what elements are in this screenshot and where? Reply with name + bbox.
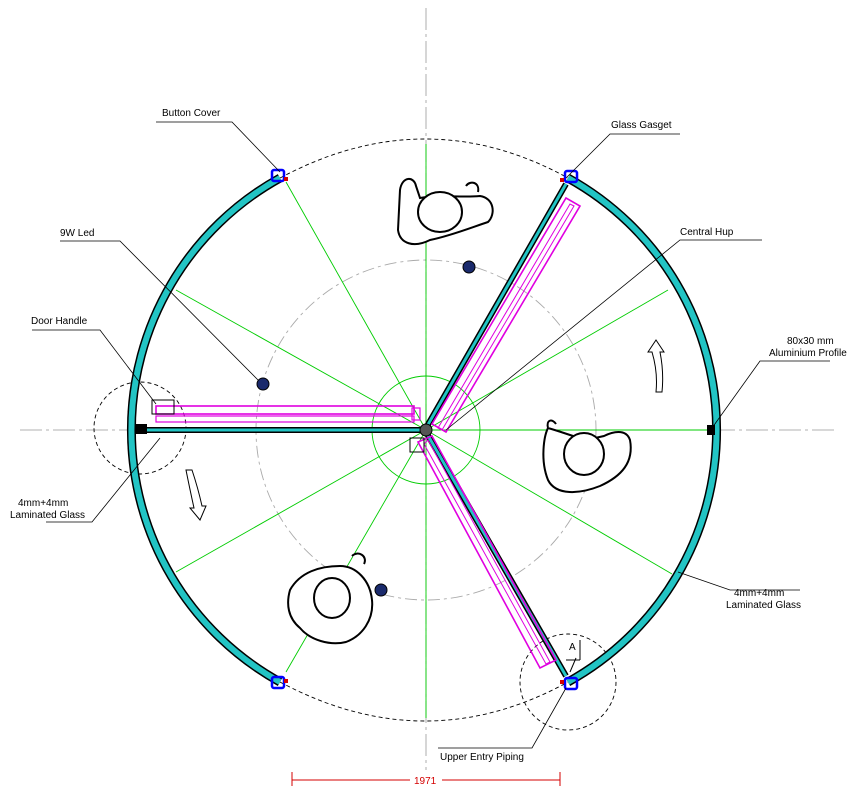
curved-glass-left bbox=[126, 174, 283, 686]
glass-right-label-line2: Laminated Glass bbox=[726, 600, 801, 611]
door-wing-left bbox=[140, 405, 424, 433]
glass-left-label-line1: 4mm+4mm bbox=[18, 498, 68, 509]
led-label: 9W Led bbox=[60, 228, 94, 239]
rotation-arrows bbox=[185, 339, 665, 521]
upper-entry-label: Upper Entry Piping bbox=[440, 752, 524, 763]
gasket-markers bbox=[284, 177, 564, 684]
door-sweep-dashed-arcs bbox=[279, 138, 569, 722]
profile-label-line1: 80x30 mm bbox=[787, 336, 834, 347]
door-wing-upper-right bbox=[423, 182, 582, 434]
section-mark-label: A bbox=[569, 642, 576, 653]
profile-label-line2: Aluminium Profile bbox=[769, 348, 847, 359]
glass-left-label-line2: Laminated Glass bbox=[10, 510, 85, 521]
door-handle-label: Door Handle bbox=[31, 316, 88, 327]
glass-gasget-label: Glass Gasget bbox=[611, 120, 672, 131]
door-handle bbox=[151, 399, 175, 415]
glass-right-label-line1: 4mm+4mm bbox=[734, 588, 784, 599]
profile-junctions bbox=[135, 424, 715, 435]
dimension-line bbox=[291, 772, 561, 786]
radial-grid-lines bbox=[175, 144, 710, 718]
button-cover-label: Button Cover bbox=[162, 108, 221, 119]
leader-lines bbox=[32, 121, 830, 749]
curved-glass-right bbox=[565, 174, 722, 686]
person-top bbox=[396, 178, 494, 246]
central-hup-label: Central Hup bbox=[680, 227, 734, 238]
person-right bbox=[542, 419, 632, 493]
door-wing-lower-right bbox=[416, 430, 569, 678]
central-hub bbox=[409, 407, 433, 453]
person-bottom bbox=[287, 552, 374, 645]
dimension-value: 1971 bbox=[414, 776, 437, 787]
section-mark bbox=[566, 640, 581, 673]
